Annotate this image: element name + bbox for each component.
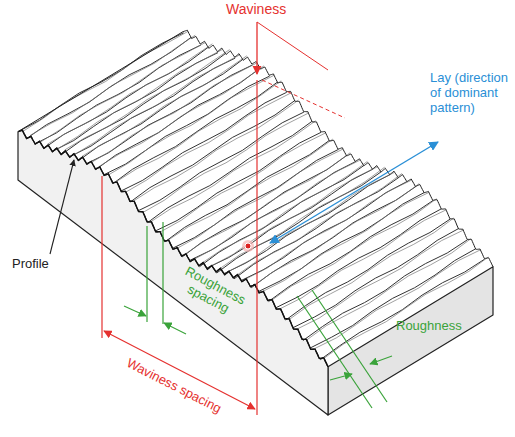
roughness-arrow [370, 356, 392, 364]
ridge-line [99, 66, 264, 167]
ridge-line [109, 75, 274, 175]
ridge-line [251, 187, 415, 288]
ridge-line [310, 249, 476, 348]
ridge-line [324, 257, 488, 358]
lay-label: Lay (direction of dominant pattern) [430, 70, 514, 115]
front-profile [18, 130, 328, 367]
waviness-label: Waviness [226, 2, 286, 17]
roughness-spacing-line [162, 222, 163, 324]
marker-dot [242, 240, 254, 252]
ridge-line [195, 160, 361, 259]
ridge-line [121, 92, 287, 191]
roughness-label: Roughness [396, 318, 462, 333]
ridge-line [293, 229, 459, 328]
lay-arrow [270, 142, 438, 243]
ridge-line [298, 230, 464, 329]
ridge-line [148, 121, 312, 222]
ridge-line [199, 166, 363, 267]
ridge-line [79, 59, 243, 160]
back-profile [183, 30, 493, 267]
ridge-line [65, 50, 230, 150]
waviness-top-line [257, 22, 328, 70]
ridge-line [151, 121, 316, 222]
ridge-line [255, 184, 419, 285]
ridge-line [272, 199, 436, 300]
roughness-spacing-line [146, 226, 147, 322]
ridge-line [203, 161, 367, 262]
ridge-line [178, 149, 344, 248]
ridge-line [238, 174, 402, 275]
waviness-line [256, 80, 257, 415]
waviness-arrow [256, 22, 257, 74]
ridge-line [280, 210, 446, 309]
ridge-line [82, 56, 247, 157]
waviness-line [101, 176, 102, 338]
ridge-line [44, 47, 208, 148]
ridge-line [241, 182, 407, 281]
ridge-line [165, 141, 329, 242]
ridge-line [303, 240, 468, 341]
roughness-arrow [330, 374, 352, 380]
ridge-line [143, 113, 308, 212]
ridge-line [75, 55, 240, 155]
ridge-line [40, 43, 205, 143]
ridge-line [258, 193, 424, 292]
ridge-line [320, 259, 485, 360]
ridge-line [229, 172, 395, 271]
ridge-line [220, 167, 384, 268]
ridge-line [23, 31, 188, 131]
profile-label: Profile [12, 256, 49, 271]
ridge-line [48, 44, 213, 144]
ridge-line [269, 201, 433, 302]
roughness-spacing-arrow [164, 323, 186, 334]
ridge-line [307, 239, 471, 340]
roughness-line [297, 296, 372, 408]
ridge-line [290, 218, 454, 319]
left-edge [18, 32, 183, 132]
ridge-line [134, 100, 299, 201]
end-face [328, 267, 493, 415]
ridge-line [155, 132, 321, 231]
ridge-line [276, 209, 442, 308]
marker-dot [245, 243, 251, 249]
profile-leader [50, 160, 74, 254]
ridge-line [160, 133, 325, 232]
ridge-line [286, 219, 450, 320]
front-face [18, 130, 328, 415]
ridge-line [87, 65, 253, 164]
ridge-line [30, 35, 195, 135]
ridge-line [57, 49, 222, 149]
ridge-line [315, 250, 481, 349]
roughness-line [312, 290, 387, 402]
waviness-dashed [262, 80, 345, 118]
roughness-spacing-arrow [124, 306, 146, 316]
